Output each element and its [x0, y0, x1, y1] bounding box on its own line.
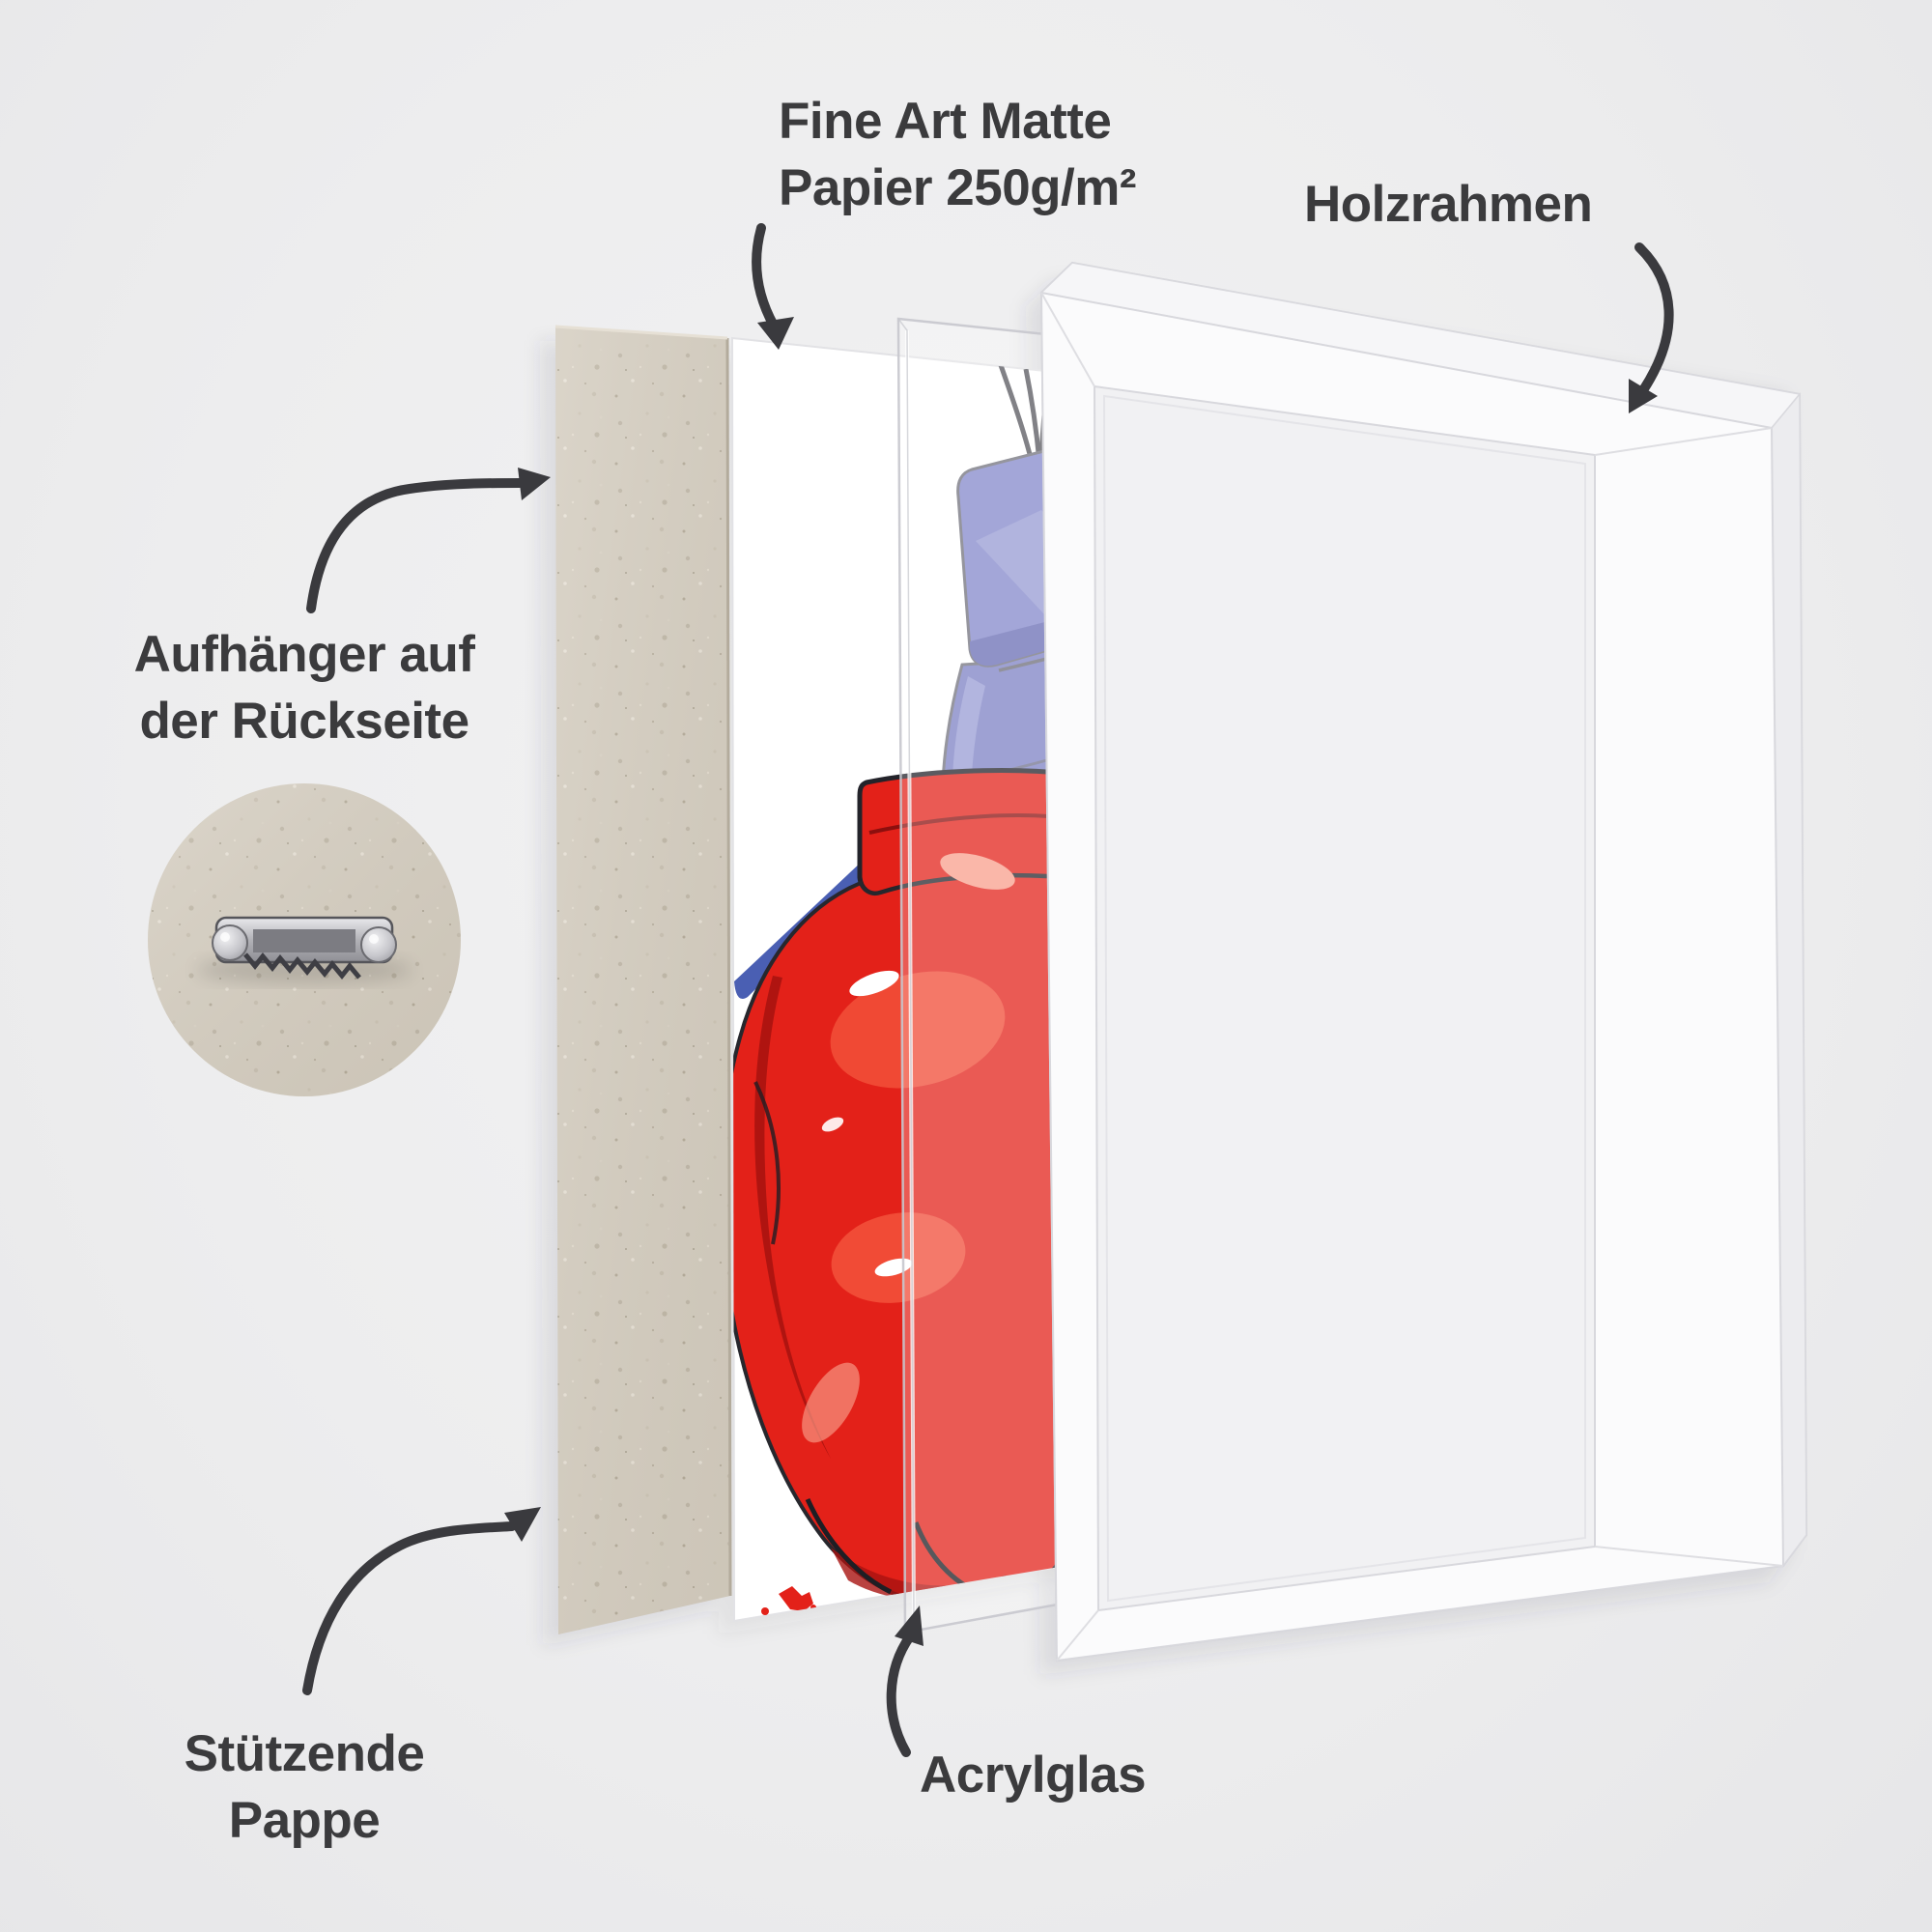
arrow-frame-head: [1629, 379, 1658, 413]
label-acrylic: Acrylglas: [920, 1747, 1147, 1804]
cardboard-right-edge: [725, 337, 732, 1597]
label-paper: Fine Art Matte Papier 250g/m²: [779, 89, 1137, 222]
annotation-arrows: [302, 223, 1674, 1757]
label-hanger: Aufhänger auf der Rückseite: [82, 622, 526, 755]
label-paper-line2: Papier 250g/m²: [779, 158, 1137, 216]
wood-frame: [1039, 261, 1808, 1662]
label-paper-line1: Fine Art Matte: [779, 93, 1112, 150]
arrow-cardboard-curve: [302, 1521, 517, 1695]
screw-left: [212, 924, 248, 961]
cardboard-shading: [555, 327, 730, 1634]
arrow-paper-curve: [752, 223, 779, 330]
frame-mitre-joints: [1040, 292, 1784, 1662]
arrow-hanger-curve: [306, 478, 525, 613]
arrow-acrylic-head: [895, 1605, 923, 1646]
arrow-cardboard-head: [504, 1507, 541, 1542]
hanger-inset: [148, 783, 461, 1096]
label-frame: Holzrahmen: [1304, 176, 1593, 233]
cardboard-top-edge: [554, 325, 728, 340]
arrow-heads: [504, 317, 1658, 1646]
cardboard-layer: [554, 325, 732, 1634]
label-cardboard: Stützende Pappe: [82, 1721, 526, 1855]
label-cardboard-line1: Stützende: [184, 1725, 425, 1782]
arrow-acrylic-curve: [886, 1632, 915, 1757]
label-hanger-line2: der Rückseite: [139, 692, 469, 750]
arrow-frame-curve: [1634, 242, 1674, 395]
sawtooth-hanger-icon: [196, 916, 412, 983]
label-cardboard-line2: Pappe: [228, 1791, 381, 1849]
screw-right: [360, 926, 397, 963]
arrow-hanger-head: [518, 468, 551, 500]
label-hanger-line1: Aufhänger auf: [133, 626, 475, 683]
frame-inner-lip: [1102, 394, 1586, 1603]
sawtooth-teeth: [243, 952, 361, 980]
arrow-paper-head: [757, 317, 794, 350]
